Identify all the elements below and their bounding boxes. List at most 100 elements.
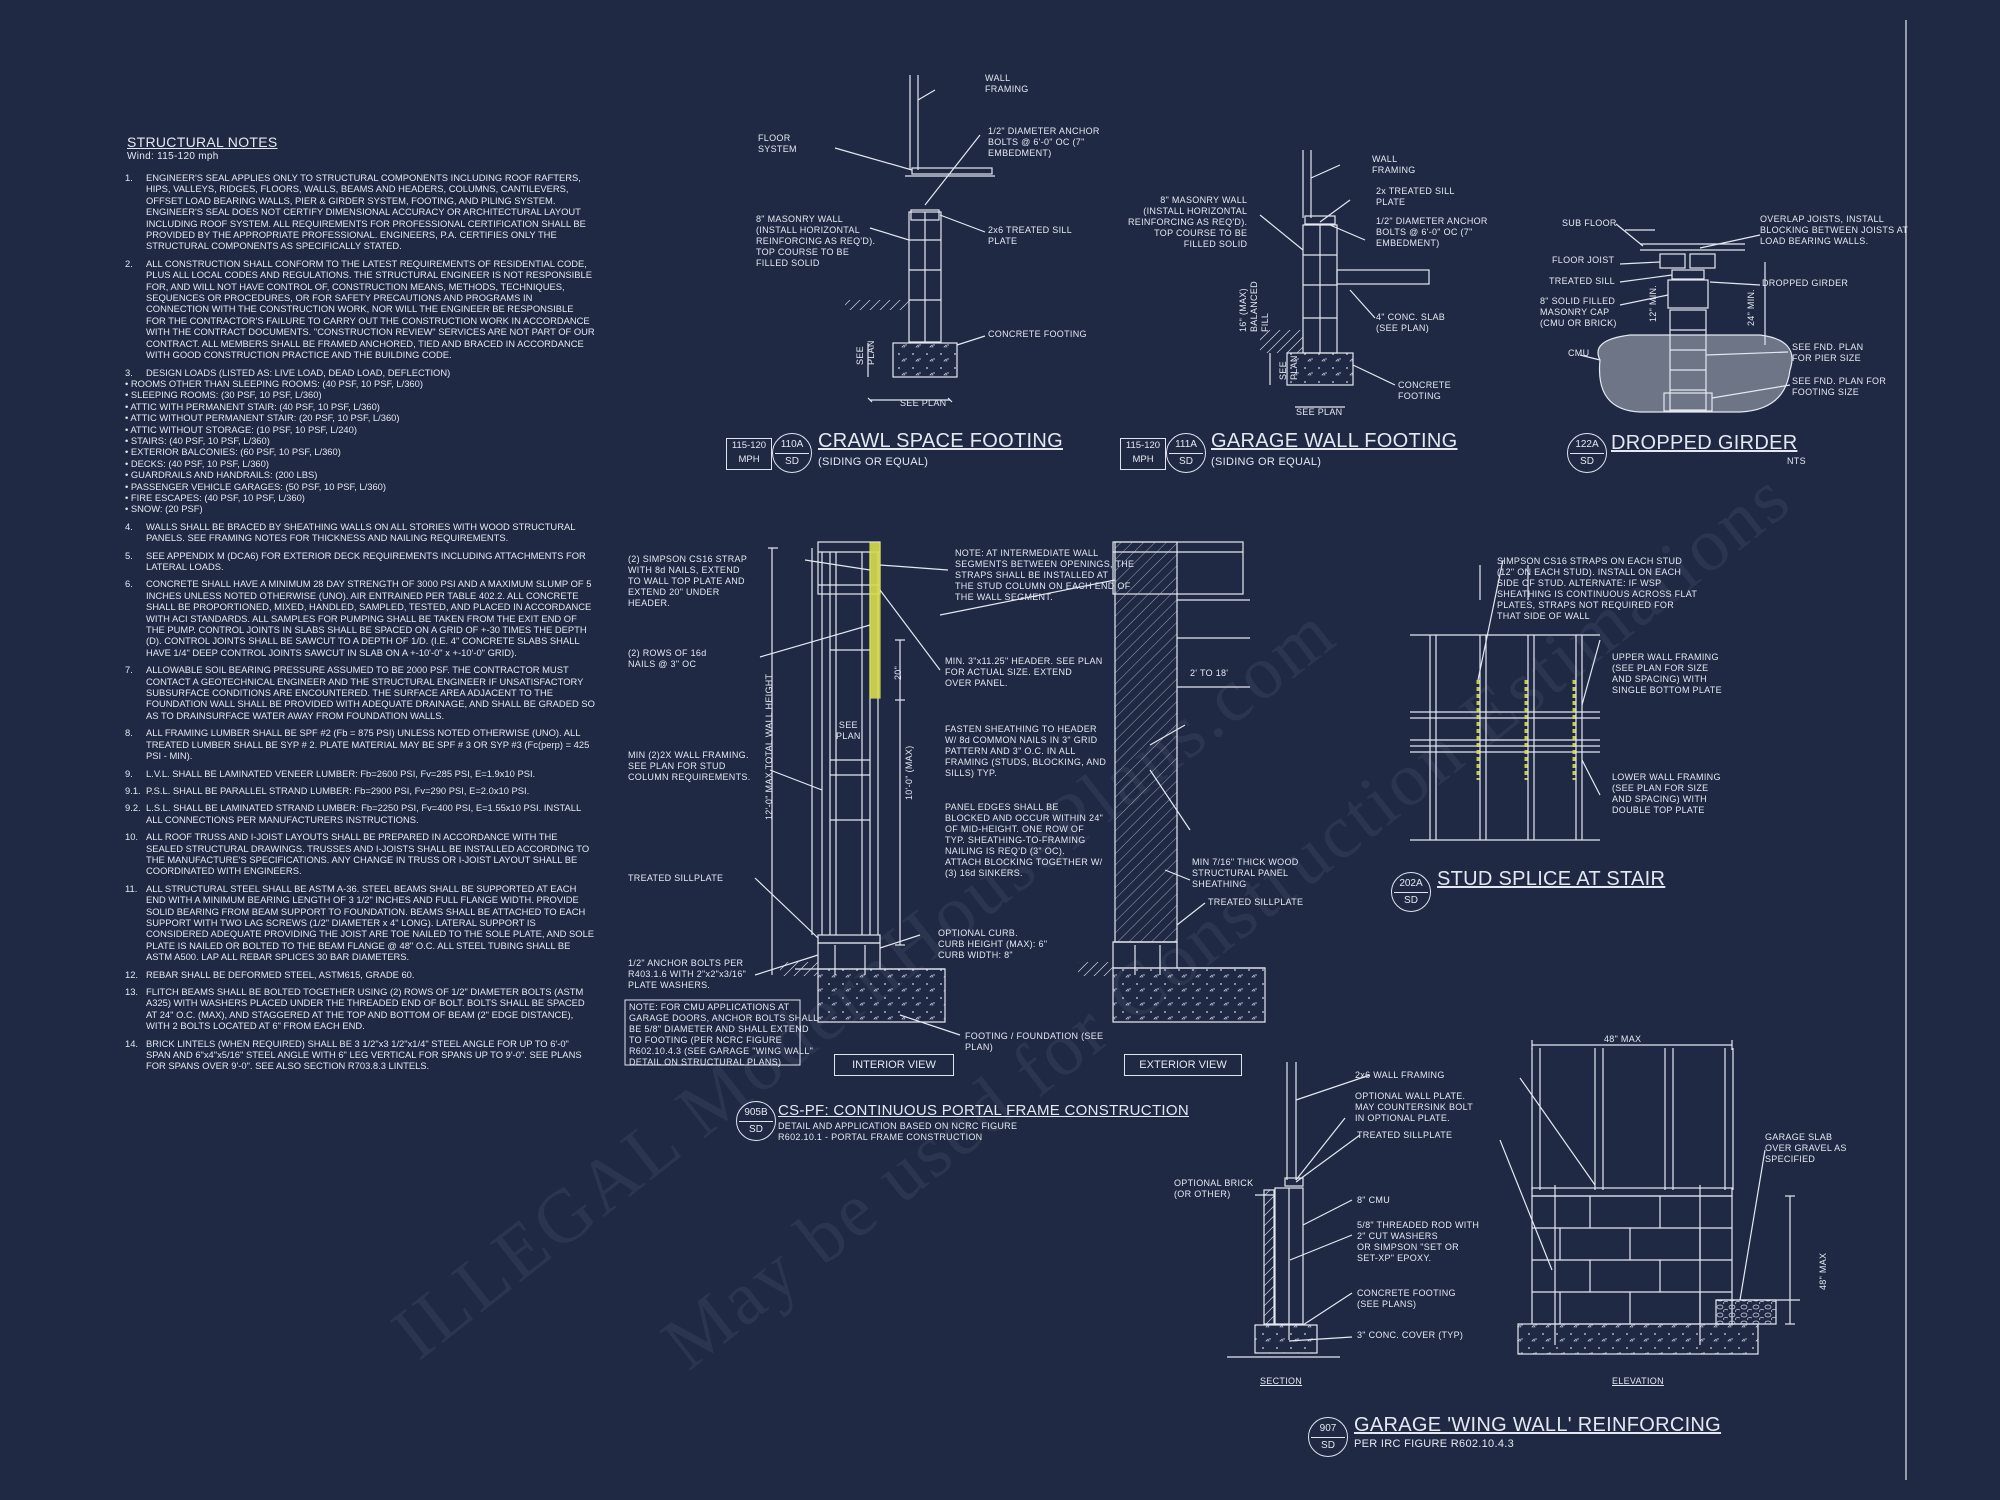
girder-footing-label: SEE FND. PLAN FOR FOOTING SIZE — [1792, 376, 1887, 397]
garage-masonry-label: 8" MASONRY WALL (INSTALL HORIZONTAL REIN… — [1128, 195, 1248, 249]
crawl-subtitle: (SIDING OR EQUAL) — [818, 456, 929, 468]
stud-splice-straps — [1476, 680, 1576, 780]
notes-title: STRUCTURAL NOTES — [127, 134, 278, 150]
structural-note: 12. REBAR SHALL BE DEFORMED STEEL, ASTM61… — [125, 969, 595, 980]
portal-title: CS-PF: CONTINUOUS PORTAL FRAME CONSTRUCT… — [778, 1102, 1189, 1119]
portal-frame-interior-view — [754, 541, 961, 1036]
girder-masonry-cap-label: 8" SOLID FILLED MASONRY CAP (CMU OR BRIC… — [1540, 296, 1617, 328]
stud-splice-detail — [1410, 559, 1601, 841]
notes-subtitle: Wind: 115-120 mph — [127, 151, 219, 162]
note-text: FLITCH BEAMS SHALL BE BOLTED TOGETHER US… — [146, 986, 585, 1032]
portal-fasten-label: FASTEN SHEATHING TO HEADER W/ 8d COMMON … — [945, 724, 1107, 778]
portal-anchors-label: 1/2" ANCHOR BOLTS PER R403.1.6 WITH 2"x2… — [628, 958, 747, 990]
design-load-item: • ATTIC WITH PERMANENT STAIR: (40 PSF, 1… — [125, 400, 380, 412]
portal-frame-exterior-view — [939, 541, 1266, 1023]
design-load-item: • STAIRS: (40 PSF, 10 PSF, L/360) — [125, 434, 270, 446]
design-load-item: • PASSENGER VEHICLE GARAGES: (50 PSF, 10… — [125, 480, 387, 492]
design-load-item: • EXTERIOR BALCONIES: (60 PSF, 10 PSF, L… — [125, 446, 341, 458]
structural-note: 9.1.P.S.L. SHALL BE PARALLEL STRAND LUMB… — [125, 785, 595, 796]
wing-section-label: SECTION — [1260, 1376, 1303, 1386]
design-load-item: • ATTIC WITHOUT PERMANENT STAIR: (20 PSF… — [125, 412, 400, 424]
garage-wall-framing-label: WALL FRAMING — [1372, 154, 1416, 175]
wing-brick-label: OPTIONAL BRICK (OR OTHER) — [1174, 1178, 1254, 1199]
wing-sillplate-label: TREATED SILLPLATE — [1357, 1130, 1453, 1140]
crawl-masonry-label: 8" MASONRY WALL (INSTALL HORIZONTAL REIN… — [756, 214, 876, 268]
wing-elevation-label: ELEVATION — [1612, 1376, 1664, 1386]
note-number: 9. — [125, 767, 133, 779]
note-number: 2. — [125, 257, 133, 269]
note-text: L.S.L. SHALL BE LAMINATED STRAND LUMBER:… — [146, 802, 581, 825]
girder-treated-sill-label: TREATED SILL — [1549, 276, 1615, 286]
girder-pier-label: SEE FND. PLAN FOR PIER SIZE — [1792, 342, 1864, 363]
note-text: ALL CONSTRUCTION SHALL CONFORM TO THE LA… — [146, 257, 595, 361]
garage-subtitle: (SIDING OR EQUAL) — [1211, 456, 1322, 468]
note-text: REBAR SHALL BE DEFORMED STEEL, ASTM615, … — [146, 968, 415, 980]
note-text: ALL ROOF TRUSS AND I-JOIST LAYOUTS SHALL… — [146, 831, 590, 877]
garage-fill-label: 16" (MAX) BALANCED FILL — [1238, 281, 1270, 332]
wing-footing-label: CONCRETE FOOTING (SEE PLANS) — [1357, 1288, 1456, 1309]
portal-see-plan-label: SEE PLAN — [836, 720, 861, 741]
portal-subtitle: DETAIL AND APPLICATION BASED ON NCRC FIG… — [778, 1121, 1018, 1142]
note-number: 10. — [125, 831, 139, 843]
garage-slab-label: 4" CONC. SLAB (SEE PLAN) — [1376, 312, 1446, 333]
structural-note: 13.FLITCH BEAMS SHALL BE BOLTED TOGETHER… — [125, 986, 595, 1032]
wing-cover-label: 3" CONC. COVER (TYP) — [1357, 1330, 1464, 1340]
structural-note: 8. ALL FRAMING LUMBER SHALL BE SPF #2 (Fb… — [125, 727, 595, 761]
crawl-floor-system-label: FLOOR SYSTEM — [758, 133, 797, 154]
note-text: ALLOWABLE SOIL BEARING PRESSURE ASSUMED … — [146, 664, 595, 721]
structural-note: 6.CONCRETE SHALL HAVE A MINIMUM 28 DAY S… — [125, 578, 595, 658]
garage-see-plan-vertical: SEE PLAN — [1278, 355, 1299, 380]
note-number: 6. — [125, 578, 133, 590]
design-loads-list: • ROOMS OTHER THAN SLEEPING ROOMS: (40 P… — [125, 378, 595, 515]
portal-cmu-note: NOTE: FOR CMU APPLICATIONS AT GARAGE DOO… — [629, 1002, 819, 1067]
note-number: 9.1. — [125, 784, 141, 796]
portal-intermediate-note: NOTE: AT INTERMEDIATE WALL SEGMENTS BETW… — [955, 548, 1135, 602]
crawl-see-plan-vertical: SEE PLAN — [855, 340, 876, 365]
note-text: SEE APPENDIX M (DCA6) FOR EXTERIOR DECK … — [146, 549, 586, 572]
portal-interior-view-box: INTERIOR VIEW — [834, 1054, 954, 1076]
design-load-item: • DECKS: (40 PSF, 10 PSF, L/360) — [125, 457, 269, 469]
design-load-item: • GUARDRAILS AND HANDRAILS: (200 LBS) — [125, 469, 318, 481]
portal-ext-sill-label: TREATED SILLPLATE — [1208, 897, 1304, 907]
structural-note: 11. ALL STRUCTURAL STEEL SHALL BE ASTM A-… — [125, 883, 595, 963]
structural-note: 14.BRICK LINTELS (WHEN REQUIRED) SHALL B… — [125, 1038, 595, 1072]
structural-note: 7.ALLOWABLE SOIL BEARING PRESSURE ASSUME… — [125, 664, 595, 721]
structural-note: 2. ALL CONSTRUCTION SHALL CONFORM TO THE … — [125, 258, 595, 361]
crawl-title: CRAWL SPACE FOOTING — [818, 430, 1063, 452]
girder-nts: NTS — [1787, 456, 1806, 466]
note-text: ALL FRAMING LUMBER SHALL BE SPF #2 (Fb =… — [146, 727, 590, 762]
portal-wall-height-dim: 12'-0" MAX TOTAL WALL HEIGHT — [764, 673, 774, 820]
note-text: ALL STRUCTURAL STEEL SHALL BE ASTM A-36.… — [146, 882, 595, 963]
note-text: L.V.L. SHALL BE LAMINATED VENEER LUMBER:… — [146, 767, 536, 779]
crawl-space-footing-detail — [834, 75, 995, 403]
note-text: BRICK LINTELS (WHEN REQUIRED) SHALL BE 3… — [146, 1037, 582, 1072]
portal-sillplate-label: TREATED SILLPLATE — [628, 873, 724, 883]
design-load-item: • ROOMS OTHER THAN SLEEPING ROOMS: (40 P… — [125, 377, 423, 389]
note-number: 12. — [125, 968, 139, 980]
crawl-sill-label: 2x6 TREATED SILL PLATE — [988, 225, 1072, 246]
portal-10ft-dim: 10'-0" (MAX) — [904, 745, 914, 800]
note-text: WALLS SHALL BE BRACED BY SHEATHING WALLS… — [146, 520, 576, 544]
structural-note: 4.WALLS SHALL BE BRACED BY SHEATHING WAL… — [125, 521, 595, 544]
portal-nails-label: (2) ROWS OF 16d NAILS @ 3" OC — [628, 648, 707, 669]
portal-20in-dim: 20" — [893, 665, 903, 680]
garage-see-plan-label: SEE PLAN — [1296, 407, 1343, 417]
garage-sill-label: 2x TREATED SILL PLATE — [1376, 186, 1455, 207]
note-number: 11. — [125, 882, 138, 894]
wing-subtitle: PER IRC FIGURE R602.10.4.3 — [1354, 1438, 1515, 1450]
structural-note: 9. L.V.L. SHALL BE LAMINATED VENEER LUMBE… — [125, 768, 595, 779]
note-number: 5. — [125, 549, 133, 561]
wing-cmu-label: 8" CMU — [1357, 1195, 1390, 1205]
note-number: 8. — [125, 727, 133, 739]
splice-upper-label: UPPER WALL FRAMING (SEE PLAN FOR SIZE AN… — [1612, 652, 1722, 695]
